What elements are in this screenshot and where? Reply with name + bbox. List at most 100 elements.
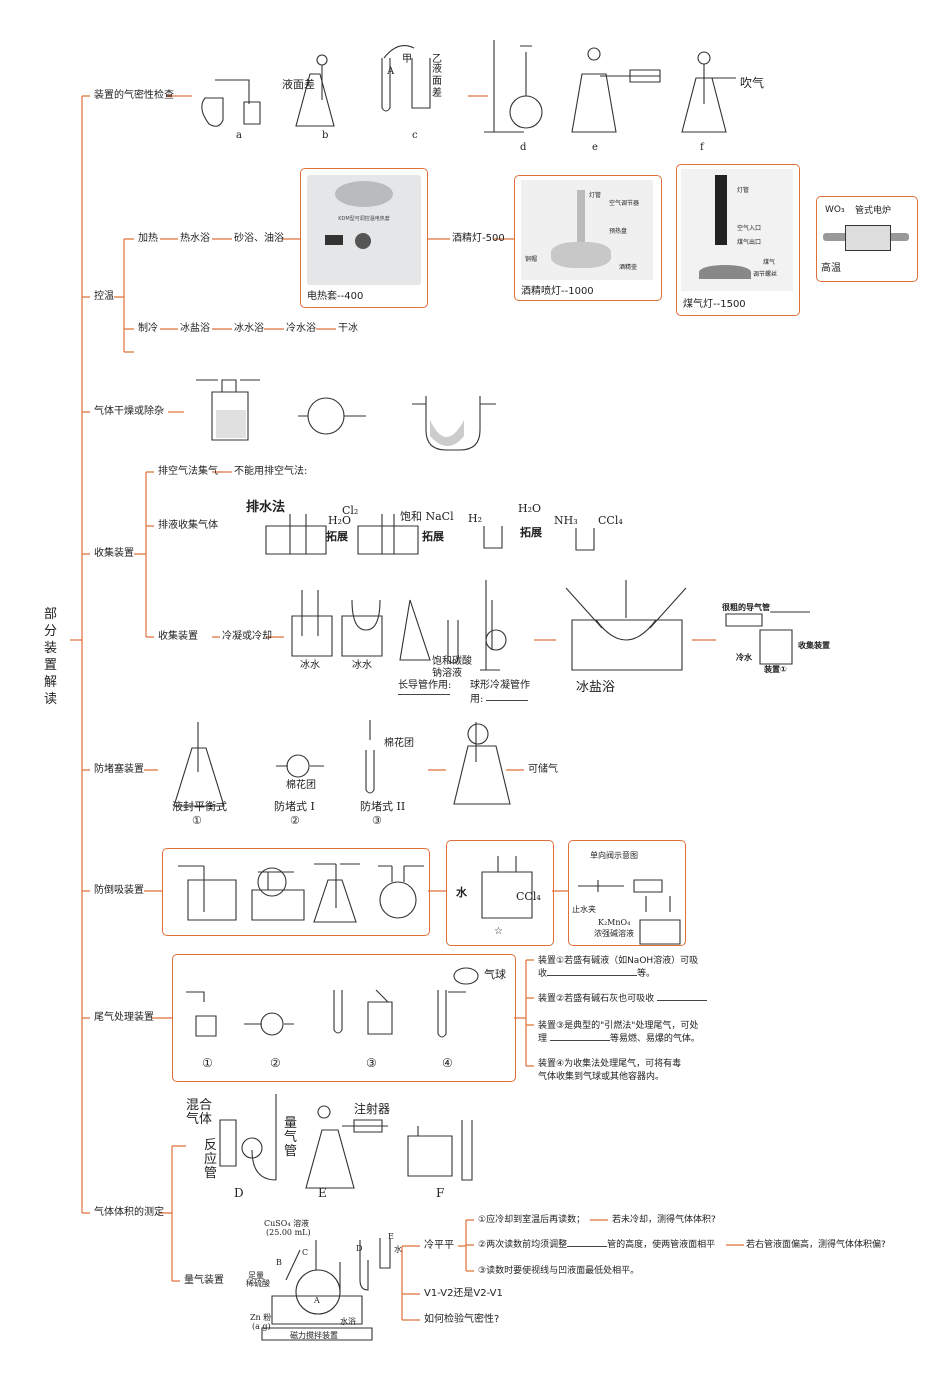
heat-alcohol-lamp: 酒精灯-500 [452, 233, 505, 244]
heater-knob [355, 233, 371, 249]
vol-measure-1: 量 [284, 1116, 298, 1131]
collect-exhaust: 排空气法集气 [158, 466, 218, 477]
vol-rule-1-next: 若未冷却，测得气体体积? [612, 1215, 716, 1225]
tail-note-3a: 装置③是典型的"引燃法"处理尾气，可处 [538, 1021, 699, 1031]
blowlamp-part-pot: 酒精壶 [619, 264, 638, 271]
plug-cotton-1: 棉花团 [286, 780, 316, 791]
heater-panel-text: KDM型可调控温电热套 [338, 216, 390, 222]
main-title: 部分装置解读 [44, 607, 58, 707]
tag-a: a [236, 130, 242, 141]
collect-nh3: NH₃ [554, 514, 578, 527]
vol-device: 量气装置 [184, 1275, 224, 1286]
suck-box-2 [446, 840, 554, 946]
plug-item-1: 液封平衡式 [172, 800, 227, 813]
heater-box: KDM型可调控温电热套 电热套--400 [300, 168, 428, 308]
vol-zn-2: (a g) [252, 1322, 271, 1331]
tail-num-3: ③ [366, 1056, 377, 1070]
vol-rule-2: ②两次读数前均须调整管的高度，使两管液面相平 [478, 1240, 716, 1250]
collect-water-method: 排水法 [246, 500, 286, 515]
plug-item-3: 防堵式 II [360, 800, 406, 813]
heater-display [325, 235, 343, 245]
suck-clamp: 止水夹 [572, 905, 596, 914]
tag-b: b [322, 130, 329, 141]
suck-alkali: 浓强碱溶液 [594, 929, 634, 938]
collect-device1: 装置① [764, 665, 787, 674]
vol-letter-d: D [356, 1244, 363, 1253]
collect-long-tube: 长导管作用: [398, 680, 452, 691]
suck-box-3 [568, 840, 686, 946]
heat-sand-oil: 砂浴、油浴 [234, 233, 284, 244]
vol-tag-f: F [436, 1186, 445, 1200]
collect-ccl4: CCl₄ [598, 514, 623, 527]
collect-extend-3: 拓展 [520, 526, 542, 539]
suck-ccl4: CCl₄ [516, 890, 541, 903]
blowlamp-box: 灯管 空气调节器 预热盘 铜帽 酒精壶 酒精喷灯--1000 [514, 175, 662, 301]
vol-rule-1: ①应冷却到室温后再读数； [478, 1215, 586, 1225]
tail-box [172, 954, 516, 1082]
tail-num-4: ④ [442, 1056, 453, 1070]
vol-blank-tube[interactable] [567, 1246, 608, 1247]
cool-ice-water: 冰水浴 [234, 323, 264, 334]
blowlamp-part-cap: 铜帽 [525, 256, 538, 263]
collect-ice-water-2: 冰水 [352, 660, 372, 671]
gaslamp-part-out: 煤气出口 [737, 239, 762, 246]
collect-h2o-2: H₂O [518, 502, 542, 515]
branch-airtight: 装置的气密性检查 [94, 90, 174, 101]
collect-dev: 收集装置 [798, 641, 830, 650]
vol-react-3: 管 [204, 1166, 218, 1181]
heater-photo: KDM型可调控温电热套 [307, 175, 421, 285]
tail-blank-2[interactable] [656, 1000, 707, 1001]
tail-blank-3[interactable] [549, 1040, 610, 1041]
label-f-blow: 吹气 [740, 76, 765, 90]
tail-num-1: ① [202, 1056, 213, 1070]
gaslamp-box: 灯管 空气入口 煤气出口 煤气 调节螺丝 煤气灯--1500 [676, 164, 800, 316]
collect-exhaust-note: 不能用排空气法: [234, 466, 308, 477]
gaslamp-image [681, 169, 793, 291]
tag-f: f [700, 142, 704, 153]
vol-measure-3: 管 [284, 1144, 298, 1159]
collect-use: 用: [470, 694, 484, 705]
tail-note-3: 理 等易燃、易爆的气体。 [538, 1034, 700, 1044]
tail-balloon: 气球 [484, 968, 506, 981]
plug-num-2: ② [290, 814, 300, 827]
branch-tail: 尾气处理装置 [94, 1012, 154, 1023]
suck-water: 水 [456, 886, 467, 899]
collect-condense: 冷凝或冷却 [222, 631, 272, 642]
branch-plug: 防堵塞装置 [94, 764, 144, 775]
plug-num-1: ① [192, 814, 202, 827]
blowlamp-part-tube: 灯管 [589, 192, 602, 199]
furnace-body [845, 225, 891, 251]
blowlamp-image [521, 180, 653, 280]
vol-react-1: 反 [204, 1138, 218, 1153]
cool-ice-salt: 冰盐浴 [180, 323, 210, 334]
blowlamp-part-preheat: 预热盘 [609, 228, 628, 235]
collect-cold-water: 冷水 [736, 653, 752, 662]
tail-blank-1[interactable] [547, 975, 638, 976]
vol-dilute-2: 稀硫酸 [246, 1279, 270, 1288]
gaslamp-part-gas: 煤气 [763, 259, 776, 266]
suck-valve: 单向阀示意图 [590, 851, 638, 860]
collect-ice-salt: 冰盐浴 [576, 680, 616, 695]
label-c-jia: 甲 [402, 54, 412, 65]
vol-letter-a: A [314, 1296, 320, 1305]
tail-note-1: 收等。 [538, 969, 656, 979]
tag-d: d [520, 142, 527, 153]
heat-hot-water: 热水浴 [180, 233, 210, 244]
tail-num-2: ② [270, 1056, 281, 1070]
cool-dry-ice: 干冰 [338, 323, 358, 334]
plug-cotton-2: 棉花团 [384, 738, 414, 749]
vol-cuso4-vol: (25.00 mL) [266, 1228, 311, 1237]
collect-ball-cond: 球形冷凝管作 [470, 680, 530, 691]
tail-note-4a: 装置④为收集法处理尾气，可将有毒 [538, 1059, 682, 1069]
collect-ball-cond-blank[interactable] [486, 700, 528, 701]
collect-long-tube-blank[interactable] [398, 694, 450, 695]
vol-stirrer: 磁力搅拌装置 [290, 1331, 338, 1340]
vol-bath: 水浴 [340, 1317, 356, 1326]
vol-water: 水 [394, 1245, 402, 1254]
label-c-level: 液面差 [432, 64, 442, 99]
plug-num-3: ③ [372, 814, 382, 827]
branch-temp: 控温 [94, 291, 114, 302]
vol-dilute: 足量 [248, 1271, 264, 1280]
gaslamp-part-screw: 调节螺丝 [753, 271, 778, 278]
vol-cuso4: CuSO₄ 溶液 [264, 1219, 310, 1228]
